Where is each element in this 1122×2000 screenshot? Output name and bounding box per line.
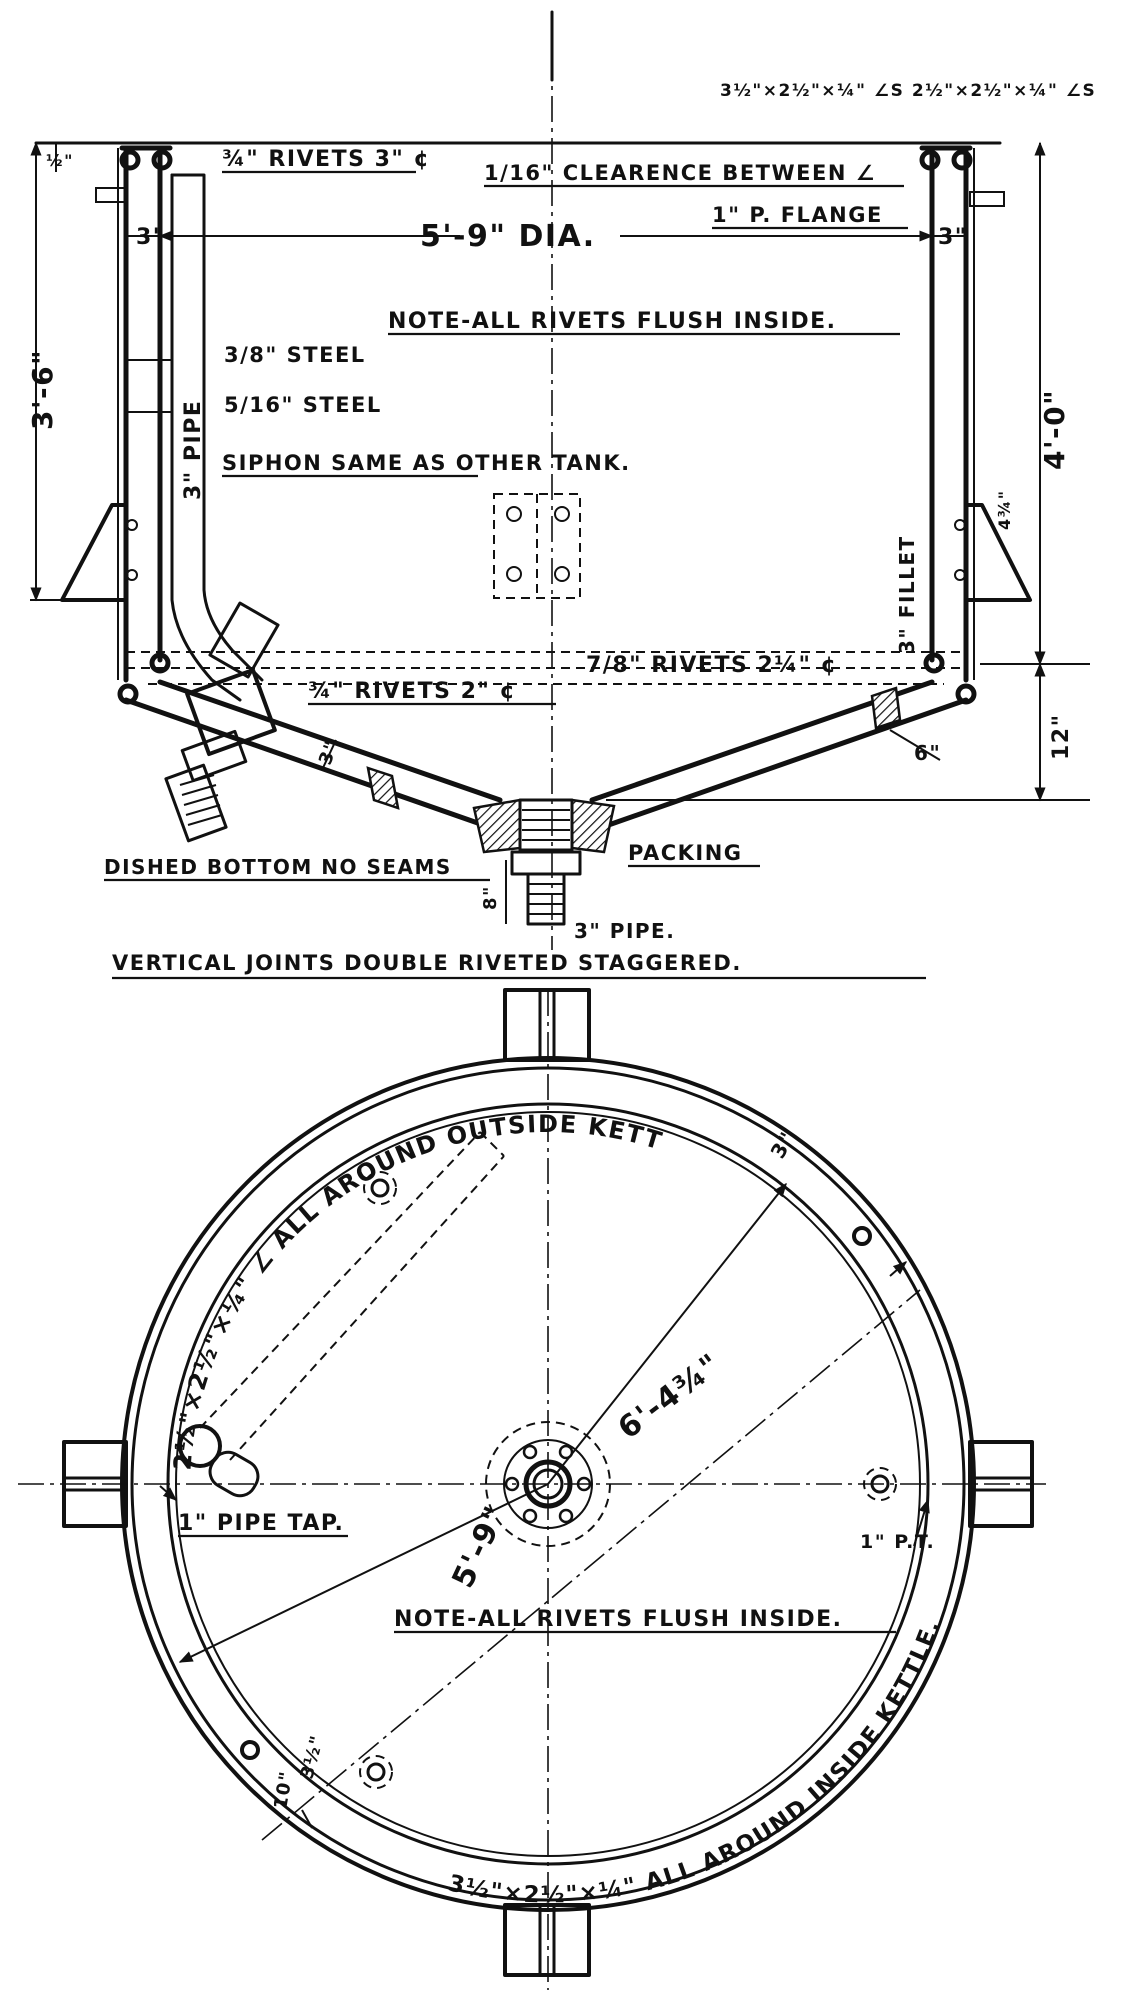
lug-top bbox=[503, 988, 591, 1062]
rivets-top-note: ¾" RIVETS 3" ¢ bbox=[222, 147, 430, 172]
rivets-7-8-note: 7/8" RIVETS 2¼" ¢ bbox=[586, 653, 837, 678]
elevation-view: ¾" RIVETS 3" ¢ 1/16" CLEARENCE BETWEEN ∠… bbox=[26, 10, 1096, 980]
rivets-flush-note-plan: NOTE-ALL RIVETS FLUSH INSIDE. bbox=[394, 1607, 843, 1632]
siphon-pipe bbox=[170, 173, 280, 702]
vertical-joints-note: VERTICAL JOINTS DOUBLE RIVETED STAGGERED… bbox=[112, 951, 742, 975]
slope-fitting-right bbox=[870, 686, 902, 730]
dimension-lines bbox=[30, 141, 1090, 924]
pipe-3-bottom-label: 3" PIPE. bbox=[574, 919, 675, 943]
dim-height-right: 4'-0" bbox=[1038, 389, 1071, 470]
slope-fitting-left bbox=[366, 766, 400, 810]
rivets-flush-note-elevation: NOTE-ALL RIVETS FLUSH INSIDE. bbox=[388, 309, 837, 334]
dim-eight: 8" bbox=[480, 885, 501, 910]
right-flange-stub bbox=[969, 191, 1005, 207]
pt-label: 1" P.T. bbox=[860, 1531, 935, 1553]
left-outlet bbox=[164, 667, 277, 843]
pipe-tap-label: 1" PIPE TAP. bbox=[178, 1511, 344, 1536]
ring-rivet bbox=[852, 1226, 872, 1246]
dim-half-in: ½" bbox=[46, 151, 74, 170]
tap-fitting-upper bbox=[363, 1171, 397, 1205]
center-drain bbox=[485, 1421, 611, 1547]
tap-fitting-right bbox=[863, 1467, 897, 1501]
left-flange-stub bbox=[95, 187, 127, 203]
top-rivets bbox=[119, 145, 973, 171]
internal-lug-plate bbox=[493, 493, 581, 599]
packing-right bbox=[570, 798, 616, 854]
packing-left bbox=[472, 798, 522, 854]
siphon-elbow bbox=[208, 601, 280, 679]
fillet-label: 3" FILLET bbox=[895, 535, 919, 654]
rivets-3-4-note: ¾" RIVETS 2" ¢ bbox=[308, 679, 516, 704]
drain-fitting bbox=[510, 798, 582, 926]
dim-three-right: 3" bbox=[938, 225, 968, 250]
dim-height-left: 3'-6" bbox=[26, 349, 59, 430]
plan-view: 2½"×2½"×¼" ∠ ALL AROUND OUTSIDE KETTLE. … bbox=[0, 0, 1046, 1990]
lug-bottom bbox=[503, 1903, 591, 1977]
dim-outer-diameter: 6'-4¾" bbox=[612, 1347, 728, 1447]
tap-fitting-lower bbox=[359, 1755, 393, 1789]
siphon-pipe-plan bbox=[178, 1131, 505, 1498]
pipe-3-label: 3" PIPE bbox=[181, 400, 206, 500]
siphon-note: SIPHON SAME AS OTHER TANK. bbox=[222, 451, 631, 475]
dim-ten: 10" bbox=[270, 1769, 297, 1811]
plan-diag-centerline bbox=[261, 1289, 921, 1841]
rivet bbox=[923, 652, 945, 674]
pipe-flange-note: 1" P. FLANGE bbox=[712, 203, 883, 227]
ring-rivet bbox=[240, 1740, 260, 1760]
dim-bracket: 4¾" bbox=[995, 489, 1014, 530]
plan-dimension-lines bbox=[159, 1182, 930, 1829]
steel-note-1: 3/8" STEEL bbox=[224, 343, 366, 367]
packing-label: PACKING bbox=[628, 841, 743, 865]
rivet bbox=[149, 652, 171, 674]
dim-three-left: 3" bbox=[136, 225, 166, 250]
clearance-note: 1/16" CLEARENCE BETWEEN ∠ bbox=[484, 161, 876, 185]
dim-bottom-12: 12" bbox=[1049, 713, 1074, 760]
dim-three-half: 3½" bbox=[297, 1732, 329, 1781]
dim-inner-diameter: 5'-9" bbox=[446, 1500, 514, 1593]
diameter-label: 5'-9" DIA. bbox=[420, 219, 596, 254]
angle-sizes-note: 3½"×2½"×¼" ∠S 2½"×2½"×¼" ∠S bbox=[720, 81, 1096, 101]
dim-six: 6" bbox=[914, 741, 941, 765]
right-support-bracket bbox=[954, 503, 1032, 602]
dished-bottom-note: DISHED BOTTOM NO SEAMS bbox=[104, 855, 452, 879]
steel-note-2: 5/16" STEEL bbox=[224, 393, 382, 417]
